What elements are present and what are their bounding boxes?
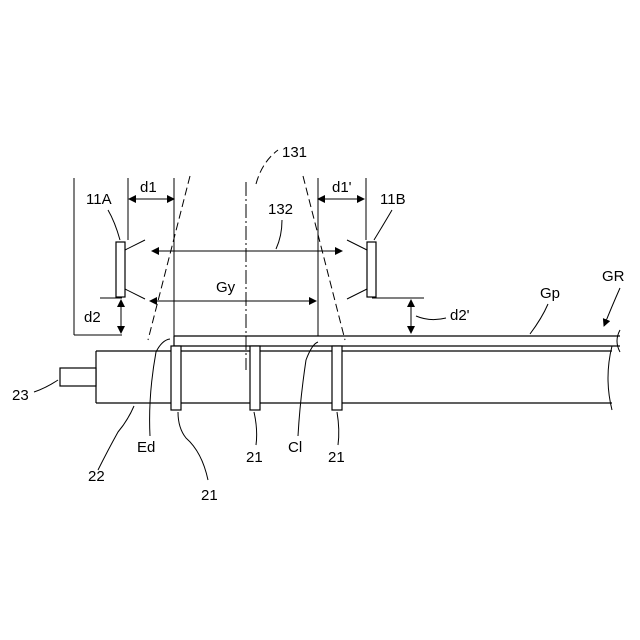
label-gp: Gp bbox=[540, 285, 560, 302]
sensor-11b-body bbox=[367, 242, 376, 297]
label-22: 22 bbox=[88, 468, 105, 485]
sensor-11a bbox=[116, 240, 145, 299]
arrow-gr bbox=[604, 288, 620, 326]
sensor-11b bbox=[347, 240, 376, 299]
label-d2: d2 bbox=[84, 309, 101, 326]
leader-cl bbox=[298, 342, 318, 436]
label-gr: GR bbox=[602, 268, 625, 285]
fov-left-outer bbox=[148, 176, 190, 340]
roller-21-mid bbox=[250, 346, 260, 410]
label-d2p: d2' bbox=[450, 307, 470, 324]
motor-23 bbox=[60, 368, 96, 386]
label-131: 131 bbox=[282, 144, 307, 161]
label-gy: Gy bbox=[216, 279, 236, 296]
label-d1: d1 bbox=[140, 179, 157, 196]
sensor-11a-fan-bottom bbox=[125, 289, 145, 299]
roller-21-right bbox=[332, 346, 342, 410]
glass-break bbox=[617, 330, 620, 352]
label-21-mid: 21 bbox=[246, 449, 263, 466]
leader-d2p bbox=[416, 316, 446, 320]
label-d1p: d1' bbox=[332, 179, 352, 196]
sensor-11a-fan-top bbox=[125, 240, 145, 250]
label-11a: 11A bbox=[86, 191, 112, 208]
sensor-11b-fan-top bbox=[347, 240, 367, 250]
leader-gp bbox=[530, 304, 548, 334]
leader-11a bbox=[108, 210, 120, 240]
label-21-right: 21 bbox=[328, 449, 345, 466]
label-11b: 11B bbox=[380, 191, 406, 208]
leader-22 bbox=[98, 406, 134, 470]
roller-21-left bbox=[171, 346, 181, 410]
label-132: 132 bbox=[268, 201, 293, 218]
fov-right-outer bbox=[303, 176, 345, 340]
leader-21-left bbox=[178, 412, 208, 480]
sensor-11a-body bbox=[116, 242, 125, 297]
label-cl: Cl bbox=[288, 439, 302, 456]
leader-132 bbox=[276, 220, 282, 249]
leader-11b bbox=[374, 210, 392, 240]
leader-131 bbox=[256, 150, 278, 184]
label-21-left: 21 bbox=[201, 487, 218, 504]
shaft-break bbox=[608, 346, 612, 410]
leader-21-mid bbox=[254, 412, 257, 445]
leader-23 bbox=[34, 380, 58, 392]
leader-ed bbox=[150, 339, 170, 436]
glass-plate-gp bbox=[174, 330, 620, 352]
label-23: 23 bbox=[12, 387, 29, 404]
sensor-11b-fan-bottom bbox=[347, 289, 367, 299]
leader-21-right bbox=[337, 412, 339, 445]
label-ed: Ed bbox=[137, 439, 155, 456]
